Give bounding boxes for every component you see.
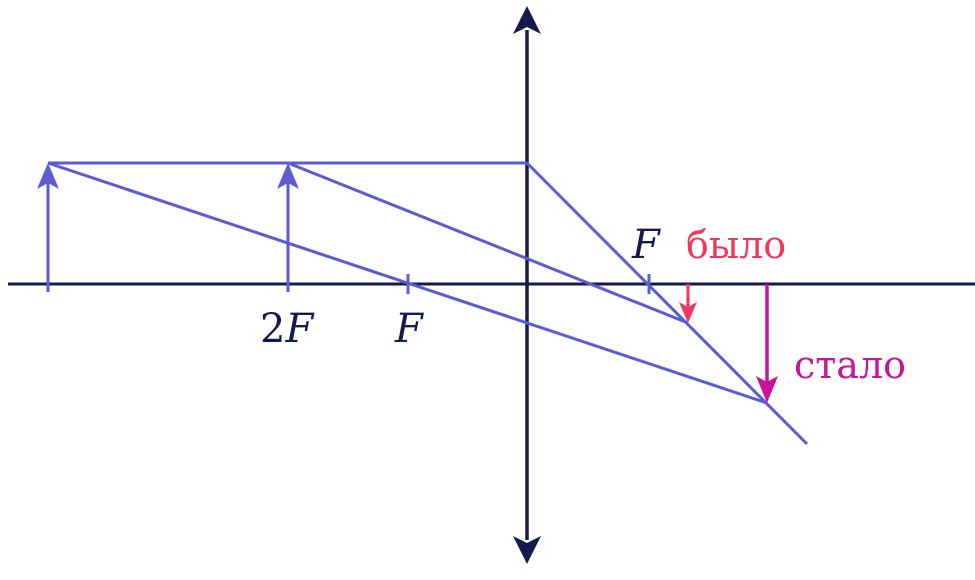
lens [513, 6, 541, 564]
lens-bottom-arrowhead [513, 536, 541, 564]
rays [47, 161, 809, 446]
label-became: стало [794, 343, 906, 387]
central-ray-far-object [47, 161, 768, 405]
image-arrow-became [756, 284, 778, 403]
label-f-right: F [631, 222, 661, 268]
parallel-ray [48, 161, 809, 446]
label-was: было [686, 223, 786, 267]
image-arrow-was [679, 284, 697, 323]
object-arrow-2f [277, 163, 299, 292]
label-2f: 2F [260, 306, 314, 352]
label-f-left: F [394, 306, 424, 352]
object-arrow-far [37, 163, 59, 292]
lens-top-arrowhead [513, 6, 541, 34]
central-ray-near-object [287, 161, 689, 325]
